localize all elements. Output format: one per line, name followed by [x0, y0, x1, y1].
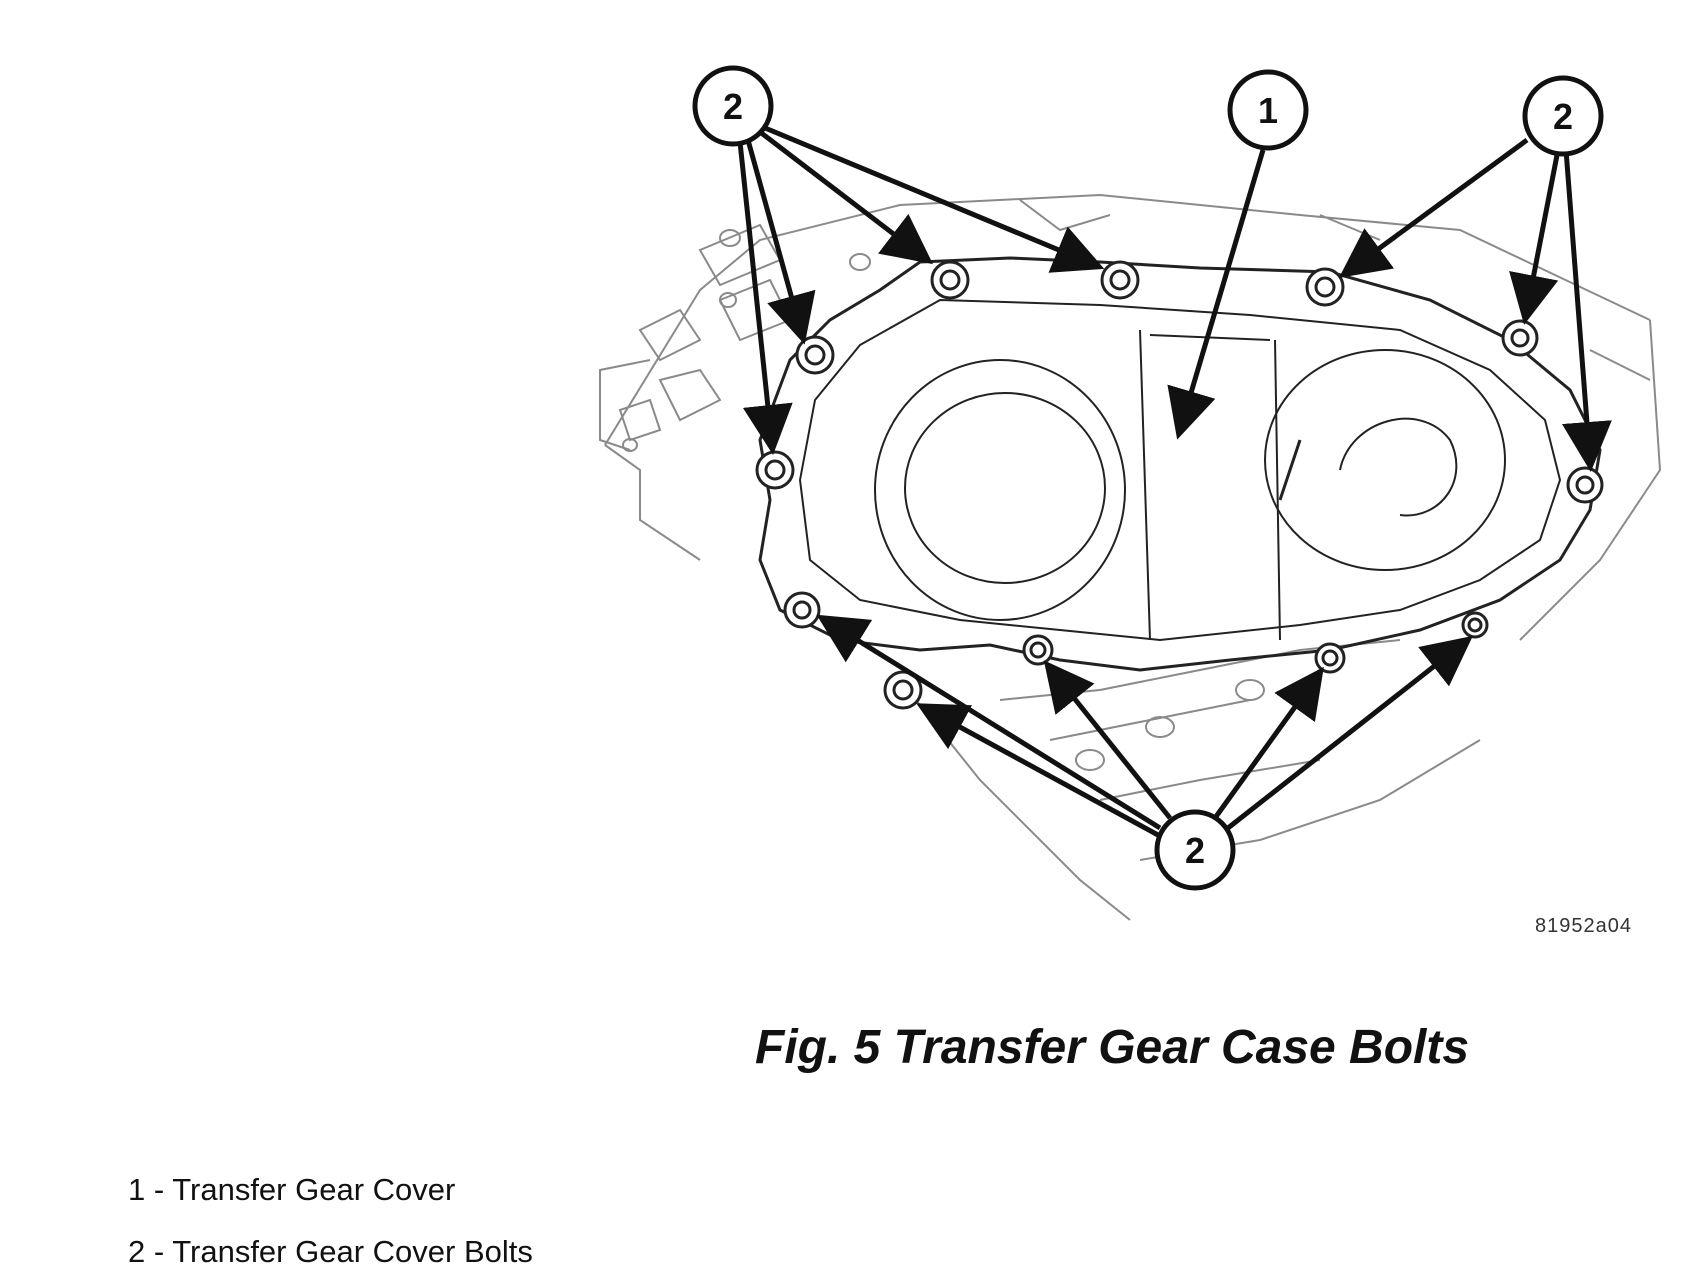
callout-label: 2 — [1553, 96, 1573, 137]
legend-item-1: 1 - Transfer Gear Cover — [128, 1172, 456, 1207]
callout-circle — [1154, 809, 1236, 891]
transfer-gear-cover — [758, 256, 1602, 672]
callout-label: 1 — [1258, 90, 1278, 131]
legend-item-2: 2 - Transfer Gear Cover Bolts — [128, 1234, 533, 1269]
figure-caption: Fig. 5 Transfer Gear Case Bolts — [755, 1021, 1470, 1074]
leader-arrows — [737, 125, 1612, 838]
callout-circle — [692, 65, 774, 147]
callout-circle — [1227, 69, 1309, 151]
cover-bolts — [755, 260, 1604, 710]
image-id: 81952a04 — [1535, 915, 1632, 937]
callout-circle — [1522, 75, 1604, 157]
callout-circles: 2 1 2 2 — [692, 65, 1604, 891]
callout-label: 2 — [723, 86, 743, 127]
callout-label: 2 — [1185, 830, 1205, 871]
